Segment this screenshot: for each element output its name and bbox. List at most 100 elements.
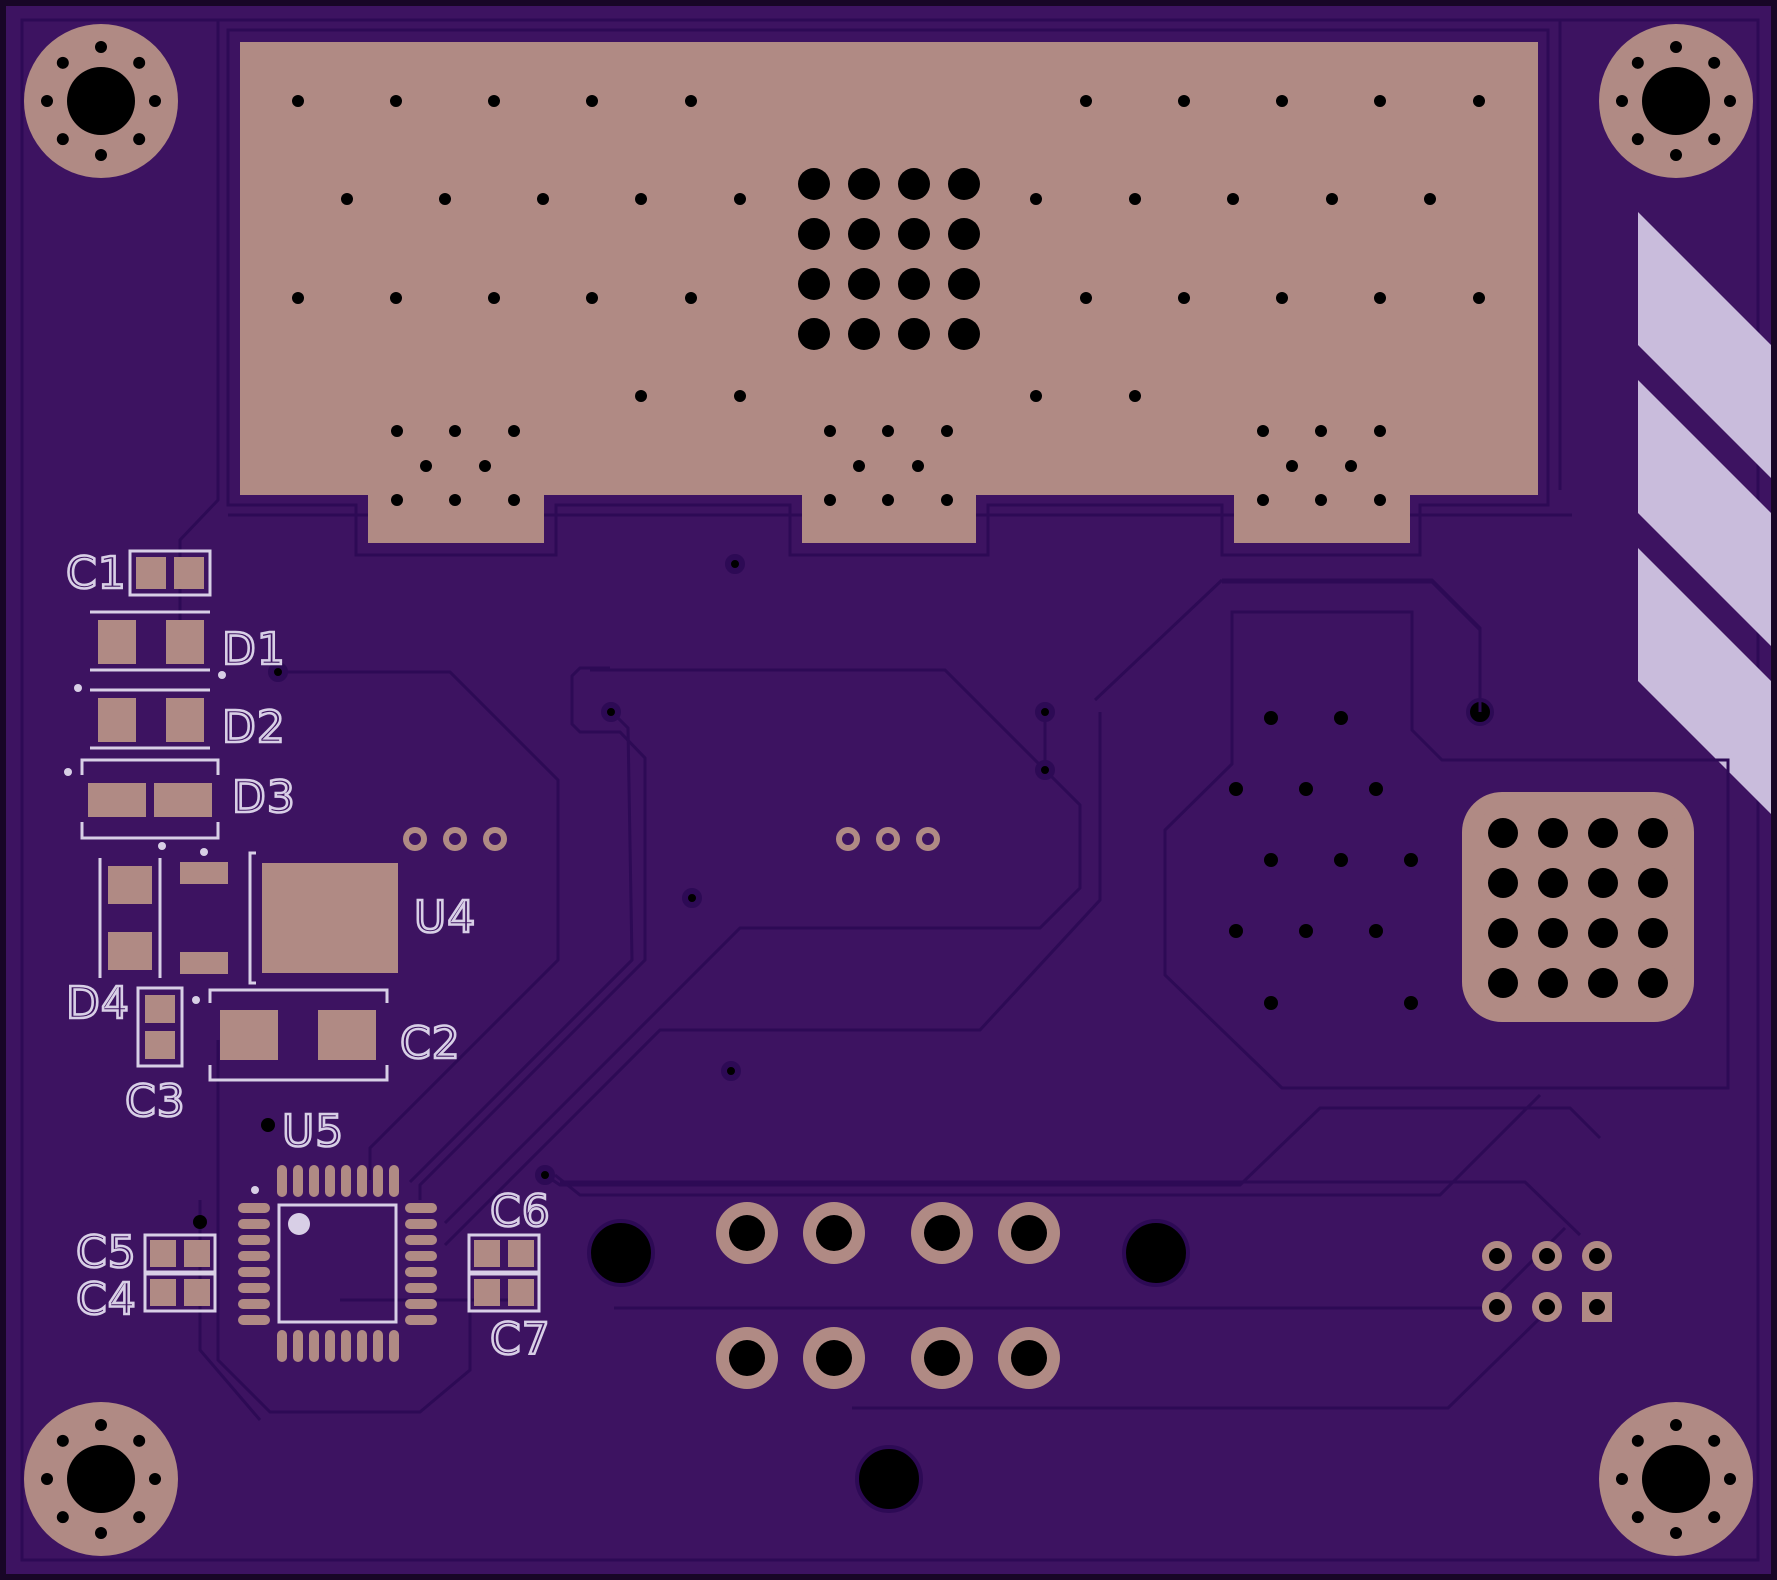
mounting-via bbox=[95, 41, 107, 53]
via bbox=[1030, 193, 1042, 205]
mounting-hole-bottom-right bbox=[1599, 1402, 1753, 1556]
header-drill bbox=[1488, 868, 1518, 898]
label-c1: C1 bbox=[66, 548, 127, 599]
u5-pin bbox=[238, 1299, 270, 1309]
thermal-via bbox=[798, 268, 830, 300]
mounting-via bbox=[1724, 1473, 1736, 1485]
u5-pin bbox=[405, 1299, 437, 1309]
via bbox=[1299, 924, 1313, 938]
mounting-via bbox=[1670, 1419, 1682, 1431]
via bbox=[1229, 782, 1243, 796]
via bbox=[1404, 996, 1418, 1010]
thermal-via bbox=[948, 168, 980, 200]
label-d1: D1 bbox=[222, 624, 286, 675]
component-c3 bbox=[136, 986, 200, 1068]
via bbox=[1334, 853, 1348, 867]
u5-pin bbox=[277, 1330, 287, 1362]
field-vias bbox=[268, 554, 1055, 1185]
mounting-via bbox=[1708, 56, 1721, 69]
u5-pin bbox=[309, 1165, 319, 1197]
via bbox=[1299, 782, 1313, 796]
header-drill bbox=[1588, 968, 1618, 998]
component-d1 bbox=[90, 610, 226, 679]
label-c4: C4 bbox=[76, 1274, 137, 1325]
via bbox=[268, 662, 288, 682]
thermal-via bbox=[898, 218, 930, 250]
u5-pin bbox=[405, 1251, 437, 1261]
mounting-via bbox=[1631, 1434, 1644, 1447]
thermal-via bbox=[898, 168, 930, 200]
thermal-via bbox=[948, 318, 980, 350]
header-drill bbox=[1538, 868, 1568, 898]
mounting-via bbox=[95, 1419, 107, 1431]
via bbox=[1369, 782, 1383, 796]
header-drill bbox=[1538, 818, 1568, 848]
mounting-via bbox=[1708, 133, 1721, 146]
connector-drill bbox=[816, 1340, 852, 1376]
via bbox=[882, 494, 894, 506]
via bbox=[1473, 95, 1485, 107]
three-pin-pads-left bbox=[403, 827, 507, 851]
via bbox=[420, 460, 432, 472]
label-u5: U5 bbox=[282, 1106, 344, 1157]
u5-pin bbox=[277, 1165, 287, 1197]
connector-through-hole-pads bbox=[716, 1202, 1060, 1389]
u5-pin bbox=[293, 1330, 303, 1362]
thermal-via bbox=[848, 268, 880, 300]
via bbox=[1424, 193, 1436, 205]
u5-pin bbox=[238, 1203, 270, 1213]
mounting-via bbox=[1670, 41, 1682, 53]
u5-pin bbox=[309, 1330, 319, 1362]
connector-drill bbox=[729, 1215, 765, 1251]
header-pin-drill bbox=[1489, 1248, 1505, 1264]
via bbox=[725, 554, 745, 574]
via bbox=[537, 193, 549, 205]
thermal-via bbox=[798, 168, 830, 200]
via bbox=[1178, 292, 1190, 304]
component-c4 bbox=[143, 1272, 217, 1313]
via bbox=[1345, 460, 1357, 472]
via bbox=[341, 193, 353, 205]
u5-pin bbox=[373, 1165, 383, 1197]
via bbox=[391, 425, 403, 437]
header-pin-drill bbox=[1539, 1248, 1555, 1264]
via bbox=[1129, 193, 1141, 205]
via bbox=[1369, 924, 1383, 938]
component-d4 bbox=[98, 842, 208, 978]
u5-pin bbox=[341, 1330, 351, 1362]
header-drill bbox=[1588, 868, 1618, 898]
via bbox=[1276, 95, 1288, 107]
u5-pin bbox=[389, 1330, 399, 1362]
header-drill bbox=[1638, 968, 1668, 998]
thermal-via bbox=[848, 318, 880, 350]
mounting-via bbox=[95, 1527, 107, 1539]
via bbox=[1374, 292, 1386, 304]
component-c7 bbox=[467, 1272, 541, 1313]
u5-pin bbox=[405, 1219, 437, 1229]
header-pin-1-drill bbox=[1589, 1299, 1605, 1315]
header-drill bbox=[1588, 818, 1618, 848]
mounting-via bbox=[41, 95, 53, 107]
connector-drill bbox=[924, 1215, 960, 1251]
via bbox=[508, 425, 520, 437]
mounting-via bbox=[95, 149, 107, 161]
component-c1 bbox=[128, 549, 212, 597]
via bbox=[586, 95, 598, 107]
header-drill bbox=[1638, 918, 1668, 948]
via bbox=[685, 95, 697, 107]
via bbox=[1334, 711, 1348, 725]
u5-pin bbox=[238, 1251, 270, 1261]
via bbox=[1257, 425, 1269, 437]
via bbox=[1178, 95, 1190, 107]
header-pin-drill bbox=[1589, 1248, 1605, 1264]
component-c5 bbox=[143, 1233, 217, 1274]
via bbox=[941, 494, 953, 506]
via bbox=[721, 1061, 741, 1081]
mounting-via bbox=[56, 133, 69, 146]
u5-pin bbox=[238, 1267, 270, 1277]
mounting-hole-bottom-left bbox=[24, 1402, 178, 1556]
via bbox=[449, 494, 461, 506]
via bbox=[439, 193, 451, 205]
via bbox=[853, 460, 865, 472]
connector-drill bbox=[924, 1340, 960, 1376]
